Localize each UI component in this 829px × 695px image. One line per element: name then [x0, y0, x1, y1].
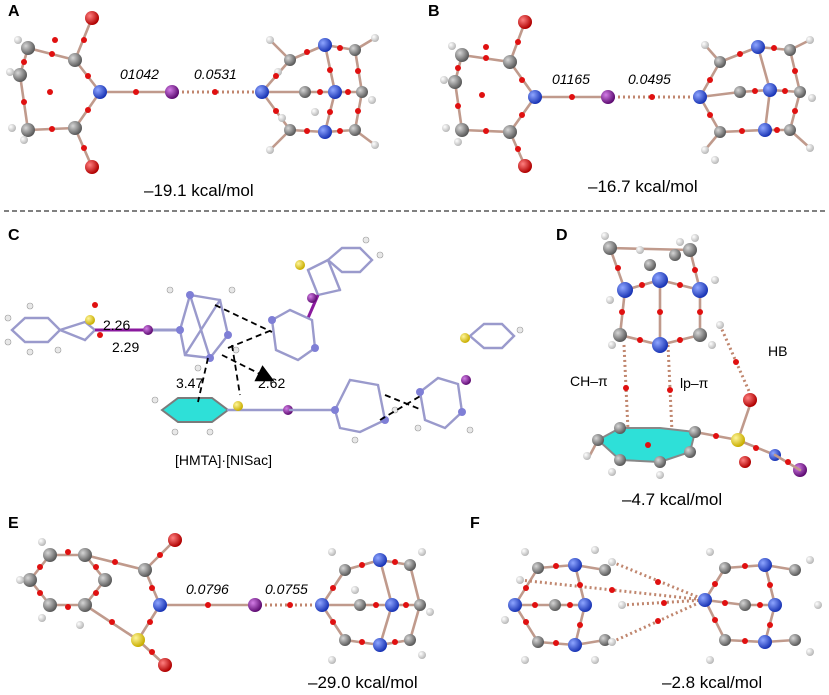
panel-d-label-lp-pi: lp–π — [680, 375, 709, 391]
panel-a-energy: –19.1 kcal/mol — [144, 181, 254, 200]
panel-c-crystal-packing — [4, 236, 524, 444]
panel-letter-b: B — [428, 3, 440, 20]
panel-f-molecule — [501, 546, 822, 664]
panel-letter-c: C — [8, 227, 20, 244]
panel-letter-a: A — [8, 3, 20, 20]
panel-c-distance-2: 2.29 — [112, 339, 139, 355]
panel-a-bcp-left: 01042 — [120, 66, 159, 82]
panel-e-bcp-left: 0.0796 — [186, 581, 229, 597]
panel-b-bcp-right: 0.0495 — [628, 71, 671, 87]
panel-d-energy: –4.7 kcal/mol — [622, 490, 722, 509]
panel-c-distance-3: 3.47 — [176, 375, 203, 391]
panel-e-molecule — [16, 533, 434, 672]
panel-d-label-ch-pi: CH–π — [570, 373, 608, 389]
panel-f-energy: –2.8 kcal/mol — [662, 673, 762, 692]
panel-e-energy: –29.0 kcal/mol — [308, 673, 418, 692]
panel-c-distance-4: 2.62 — [258, 375, 285, 391]
panel-b-molecule — [440, 15, 816, 173]
panel-a-bcp-right: 0.0531 — [194, 66, 237, 82]
panel-d-label-hb: HB — [768, 343, 787, 359]
panel-letter-f: F — [470, 515, 480, 532]
panel-letter-e: E — [8, 515, 19, 532]
panel-a-molecule — [6, 11, 379, 174]
panel-d-molecule — [583, 232, 807, 479]
panel-b-energy: –16.7 kcal/mol — [588, 177, 698, 196]
panel-e-bcp-right: 0.0755 — [265, 581, 308, 597]
panel-c-distance-1: 2.26 — [103, 317, 130, 333]
panel-c-caption: [HMTA]·[NISac] — [175, 452, 272, 468]
panel-letter-d: D — [556, 227, 568, 244]
panel-b-bcp-left: 01165 — [552, 71, 590, 87]
